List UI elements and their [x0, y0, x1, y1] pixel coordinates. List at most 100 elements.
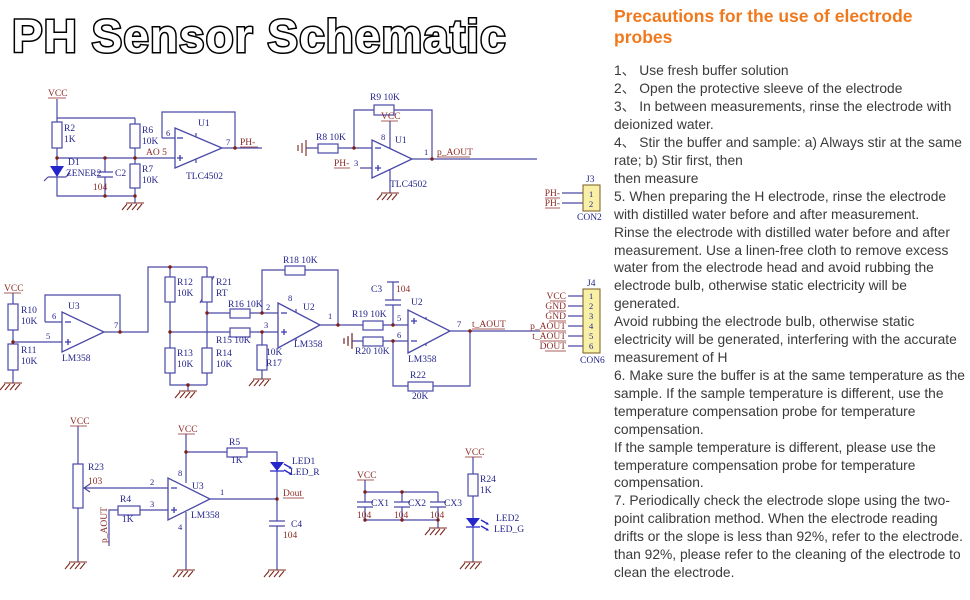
net-ph-minus: PH- — [334, 159, 349, 169]
resistor-r15 — [229, 327, 251, 338]
precautions-heading: Precautions for the use of electrode pro… — [614, 6, 913, 47]
net-p-aout: p_AOUT — [437, 148, 473, 158]
resistor-r14 — [201, 347, 213, 374]
net-dout: Dout — [283, 489, 302, 499]
pin-1: 1 — [589, 291, 593, 301]
led1-symbol — [270, 462, 284, 471]
precaution-paragraph: 5. When preparing the H electrode, rinse… — [614, 188, 947, 222]
ref-r20: R20 10K — [355, 347, 390, 357]
pin-7: 7 — [226, 137, 230, 147]
ref-r19: R19 10K — [352, 310, 387, 320]
pin-3: 3 — [354, 158, 358, 168]
resistor-r19 — [362, 320, 384, 331]
net-p-aout: p_AOUT — [530, 322, 566, 332]
ref-led2: LED2 — [496, 514, 519, 524]
val-cx3: 104 — [430, 511, 445, 521]
net-ph-minus: PH- — [240, 138, 255, 148]
ref-r7: R7 — [142, 165, 153, 175]
part-u2a: LM358 — [294, 340, 323, 350]
val-c3: 104 — [396, 285, 411, 295]
val-r6: 10K — [142, 137, 159, 147]
ref-c2: C2 — [115, 169, 126, 179]
ref-j3: J3 — [586, 175, 595, 185]
part-u1a: TLC4502 — [186, 172, 223, 182]
ref-r13: R13 — [177, 349, 193, 359]
ref-r14: R14 — [216, 349, 232, 359]
pin-6: 6 — [589, 341, 593, 351]
ref-r2: R2 — [64, 124, 75, 134]
pin-6: 6 — [166, 128, 170, 138]
ref-r5: R5 — [229, 438, 240, 448]
ref-j4: J4 — [587, 279, 596, 289]
val-r24: 1K — [480, 486, 492, 496]
ref-r21: R21 — [216, 278, 232, 288]
ground-icon — [459, 561, 483, 570]
opamp-u1a — [174, 127, 224, 169]
pin-1: 1 — [424, 147, 428, 157]
net-vcc: VCC — [70, 417, 90, 427]
led2-symbol — [466, 518, 480, 527]
connector-j4-con6: J4 1 2 3 4 5 6 VCC GND GND p_AOUT t_AOUT… — [530, 279, 605, 366]
pin-2: 2 — [589, 301, 593, 311]
ground-icon — [424, 527, 448, 536]
resistor-r2 — [51, 121, 63, 149]
net-vcc: VCC — [381, 112, 401, 122]
resistor-r24 — [467, 473, 479, 497]
part-con6: CON6 — [580, 356, 605, 366]
zener-diode-d1 — [50, 166, 64, 177]
part-con2: CON2 — [577, 213, 602, 223]
ground-icon — [121, 202, 145, 211]
val-r12: 10K — [177, 289, 194, 299]
precaution-paragraph: 4、 Stir the buffer and sample: a) Always… — [614, 134, 962, 168]
val-cx1: 104 — [357, 511, 372, 521]
ground-icon — [174, 390, 198, 399]
part-u1b: TLC4502 — [390, 180, 427, 190]
val-r2: 1K — [64, 135, 76, 145]
net-vcc: VCC — [546, 292, 566, 302]
connector-body — [582, 288, 601, 354]
pin-8: 8 — [178, 468, 182, 478]
ref-r6: R6 — [142, 126, 153, 136]
pin-7: 7 — [457, 319, 461, 329]
potentiometer-r23 — [72, 463, 84, 509]
pin-5: 5 — [589, 331, 593, 341]
part-u2b: LM358 — [408, 355, 437, 365]
ref-cx3: CX3 — [444, 499, 462, 509]
ref-u2a: U2 — [303, 303, 315, 313]
net-vcc: VCC — [4, 284, 24, 294]
ref-c4: C4 — [291, 520, 302, 530]
ref-r4: R4 — [120, 495, 131, 505]
resistor-r16 — [229, 308, 251, 319]
val-cx2: 104 — [394, 511, 409, 521]
circuit-zener-reference: VCC R2 1K D1 ZENER2 C2 104 R6 10K AO 5 R… — [43, 89, 262, 211]
resistor-r13 — [164, 347, 176, 374]
ground-icon — [172, 569, 196, 578]
pin-1: 1 — [328, 311, 332, 321]
ref-r15: R15 10K — [216, 336, 251, 346]
pin-4: 4 — [589, 321, 594, 331]
net-gnd: GND — [545, 302, 566, 312]
resistor-r20 — [362, 336, 384, 347]
ref-r18: R18 10K — [283, 256, 318, 266]
ref-r23: R23 — [88, 463, 104, 473]
circuit-temperature-bridge: VCC R10 10K R11 10K 5 6 U3 LM358 7 R12 1… — [0, 256, 540, 402]
resistor-r4 — [117, 505, 141, 516]
val-r13: 10K — [177, 360, 194, 370]
precaution-paragraph: Avoid rubbing the electrode bulb, otherw… — [614, 314, 957, 366]
resistor-r6 — [129, 123, 141, 149]
ref-r8: R8 10K — [316, 133, 346, 143]
val-r4: 1K — [122, 515, 134, 525]
pin-2: 2 — [266, 302, 270, 312]
ref-led1: LED1 — [292, 457, 315, 467]
pin-3: 3 — [589, 311, 593, 321]
ref-u1b: U1 — [395, 136, 407, 146]
net-t-aout: t_AOUT — [532, 332, 566, 342]
pin-5: 5 — [46, 331, 50, 341]
ground-icon — [343, 332, 353, 350]
resistor-r11 — [7, 343, 19, 371]
resistor-r17 — [256, 344, 268, 371]
pin-1: 1 — [589, 189, 593, 199]
ref-r16: R16 10K — [228, 300, 263, 310]
net-t-aout: t_AOUT — [472, 320, 506, 330]
opamp-u2b — [407, 308, 452, 355]
